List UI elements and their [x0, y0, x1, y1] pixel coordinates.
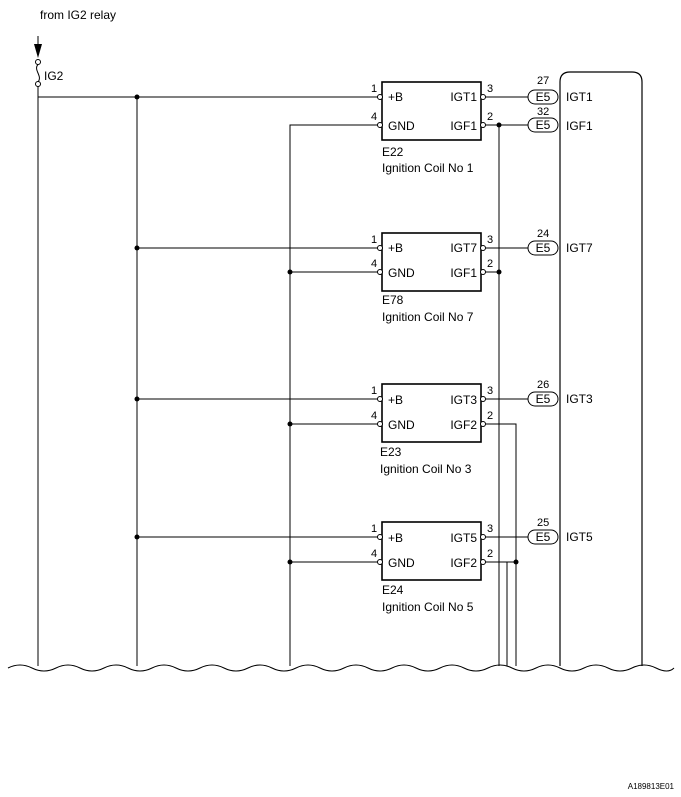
pin-number: 2	[487, 548, 493, 560]
signal-label: IGT7	[566, 241, 593, 255]
ecu-connector-igt3: E5 26 IGT3	[527, 379, 593, 407]
pin-number: 4	[371, 111, 377, 123]
connector-code: E5	[536, 392, 551, 406]
pin-number: 1	[371, 83, 377, 95]
pin-number: 2	[487, 410, 493, 422]
coil-name: Ignition Coil No 5	[382, 600, 474, 614]
figure-id: A189813E01	[628, 782, 675, 791]
pin-label: GND	[388, 119, 415, 133]
coil-block-5: 1 4 3 2 +B GND IGT5 IGF2 E24 Ignition Co…	[371, 521, 493, 614]
pin-label: IGF2	[450, 418, 477, 432]
connector-pin: 32	[537, 106, 549, 118]
pin-label: IGT3	[450, 393, 477, 407]
pin-label: IGF2	[450, 556, 477, 570]
ecu-connector-igt7: E5 24 IGT7	[527, 228, 593, 256]
pin-label: IGT5	[450, 531, 477, 545]
pin-label: +B	[388, 90, 403, 104]
pin-label: IGT1	[450, 90, 477, 104]
coil-block-1: 1 4 3 2 +B GND IGT1 IGF1 E22 Ignition Co…	[371, 81, 493, 175]
pin-number: 4	[371, 548, 377, 560]
junction-dot	[287, 269, 293, 275]
coil-block-7: 1 4 3 2 +B GND IGT7 IGF1 E78 Ignition Co…	[371, 232, 493, 324]
fuse-label: IG2	[44, 69, 64, 83]
pin-number: 1	[371, 234, 377, 246]
pin-number: 3	[487, 234, 493, 246]
coil-name: Ignition Coil No 3	[380, 462, 472, 476]
pin-label: IGT7	[450, 241, 477, 255]
fuse-symbol	[35, 59, 41, 87]
coil-name: Ignition Coil No 1	[382, 161, 474, 175]
signal-label: IGT3	[566, 392, 593, 406]
pin-label: IGF1	[450, 266, 477, 280]
pin-label: GND	[388, 556, 415, 570]
arrow-down-icon	[34, 36, 42, 58]
connector-pin: 27	[537, 75, 549, 87]
coil-code: E22	[382, 145, 404, 159]
coil-name: Ignition Coil No 7	[382, 310, 474, 324]
pin-number: 2	[487, 111, 493, 123]
signal-label: IGT1	[566, 90, 593, 104]
pin-number: 4	[371, 258, 377, 270]
pin-number: 3	[487, 523, 493, 535]
pin-label: +B	[388, 393, 403, 407]
pin-number: 1	[371, 523, 377, 535]
pin-number: 1	[371, 385, 377, 397]
connector-code: E5	[536, 118, 551, 132]
junction-dot	[134, 94, 140, 100]
coil-block-3: 1 4 3 2 +B GND IGT3 IGF2 E23 Ignition Co…	[371, 383, 493, 476]
igf2-bus-wire	[484, 423, 517, 666]
pin-number: 2	[487, 258, 493, 270]
ecu-connector-igt1: E5 27 IGT1	[527, 75, 593, 105]
connector-code: E5	[536, 530, 551, 544]
ecu-connector-igf1: E5 32 IGF1	[527, 106, 593, 133]
pin-label: GND	[388, 418, 415, 432]
pin-label: +B	[388, 531, 403, 545]
pin-label: IGF1	[450, 119, 477, 133]
coil-code: E24	[382, 583, 404, 597]
junction-dot	[134, 396, 140, 402]
pin-label: GND	[388, 266, 415, 280]
continuation-break-line	[7, 664, 675, 672]
signal-label: IGF1	[566, 119, 593, 133]
pin-number: 4	[371, 410, 377, 422]
pin-number: 3	[487, 385, 493, 397]
connector-pin: 26	[537, 379, 549, 391]
pin-number: 3	[487, 83, 493, 95]
gnd-bus-wire	[289, 124, 378, 666]
junction-dot	[134, 245, 140, 251]
connector-pin: 24	[537, 228, 549, 240]
junction-dot	[513, 559, 519, 565]
junction-dot	[287, 421, 293, 427]
junction-dot	[496, 269, 502, 275]
connector-code: E5	[536, 90, 551, 104]
junction-dot	[134, 534, 140, 540]
junction-dot	[287, 559, 293, 565]
pin-label: +B	[388, 241, 403, 255]
ecu-connector-igt5: E5 25 IGT5	[527, 517, 593, 545]
signal-label: IGT5	[566, 530, 593, 544]
connector-code: E5	[536, 241, 551, 255]
connector-pin: 25	[537, 517, 549, 529]
coil-code: E23	[380, 445, 402, 459]
source-label: from IG2 relay	[40, 8, 116, 22]
coil-code: E78	[382, 293, 404, 307]
ecu-block	[559, 71, 643, 666]
